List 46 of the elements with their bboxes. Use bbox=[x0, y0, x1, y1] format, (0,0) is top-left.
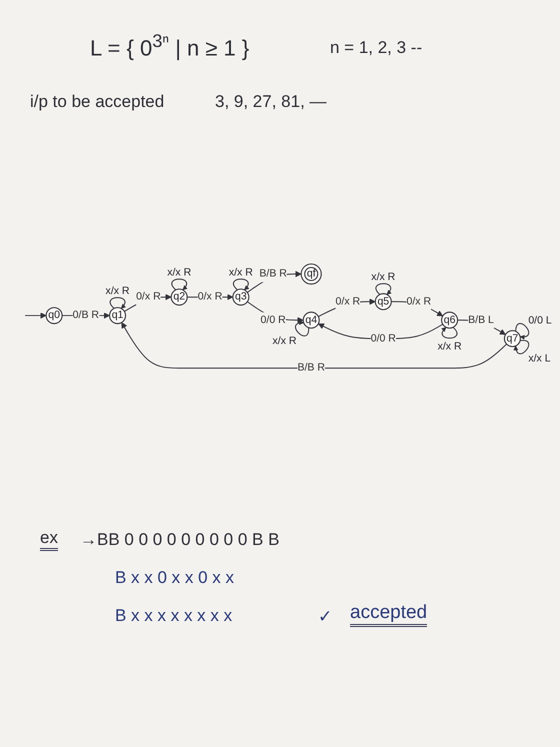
node-circle: q7 bbox=[504, 330, 521, 348]
edge-label: 0/0 R bbox=[260, 314, 286, 326]
edge-label: 0/0 R bbox=[370, 332, 396, 344]
edge-label: x/x R bbox=[228, 266, 253, 279]
tick-mark: ✓ bbox=[318, 606, 332, 627]
self-loop-arrow bbox=[110, 297, 126, 309]
edge-label: 0/x R bbox=[198, 290, 222, 303]
edge-label: x/x R bbox=[167, 266, 192, 279]
heading-text: i/p to be accepted bbox=[30, 92, 164, 112]
node-circle: qf bbox=[300, 263, 322, 285]
edge-label: B/B R bbox=[297, 362, 326, 374]
self-loop-arrow bbox=[295, 320, 310, 336]
node-circle: q5 bbox=[374, 293, 392, 310]
edge-label: x/x R bbox=[438, 340, 462, 352]
self-loop-arrow bbox=[515, 323, 530, 340]
edge-label: 0/x R bbox=[336, 295, 360, 308]
number-sequence: 3, 9, 27, 81, — bbox=[215, 92, 327, 112]
edge-label: x/x R bbox=[272, 335, 297, 348]
edge-label: x/x R bbox=[106, 285, 130, 298]
edge-label: 0/B R bbox=[72, 309, 100, 322]
node-circle: q2 bbox=[170, 288, 188, 306]
edge-label: B/B L bbox=[468, 314, 494, 326]
tape-row: →BB 0 0 0 0 0 0 0 0 0 B B bbox=[80, 530, 280, 550]
self-loop-arrow bbox=[514, 340, 530, 354]
edge-label: x/x L bbox=[528, 352, 551, 364]
arrow bbox=[24, 312, 46, 319]
edge-label: x/x R bbox=[371, 271, 396, 284]
edge-label: 0/x R bbox=[406, 295, 432, 308]
condition-text: n = 1, 2, 3 -- bbox=[330, 38, 422, 58]
node-circle: q0 bbox=[46, 307, 63, 324]
node-circle: q6 bbox=[441, 312, 458, 329]
node-circle: q1 bbox=[109, 307, 126, 324]
tape-row: B x x 0 x x 0 x x bbox=[115, 568, 234, 588]
title: L = { 0$^{3ⁿ}$ | n ≥ 1 } bbox=[90, 30, 250, 62]
edge-label: B/B R bbox=[259, 268, 287, 280]
self-loop-arrow bbox=[441, 326, 458, 339]
node-circle: q4 bbox=[302, 312, 320, 329]
self-loop-arrow bbox=[171, 278, 188, 290]
result-text: accepted bbox=[350, 602, 428, 627]
edge-label: 0/0 L bbox=[528, 314, 552, 327]
edge-label: 0/x R bbox=[136, 290, 161, 303]
tape-row: B x x x x x x x x bbox=[115, 606, 232, 626]
self-loop-arrow bbox=[232, 278, 250, 290]
node-circle: q3 bbox=[232, 288, 250, 306]
example-label: ex bbox=[40, 528, 58, 551]
self-loop-arrow bbox=[375, 283, 392, 295]
